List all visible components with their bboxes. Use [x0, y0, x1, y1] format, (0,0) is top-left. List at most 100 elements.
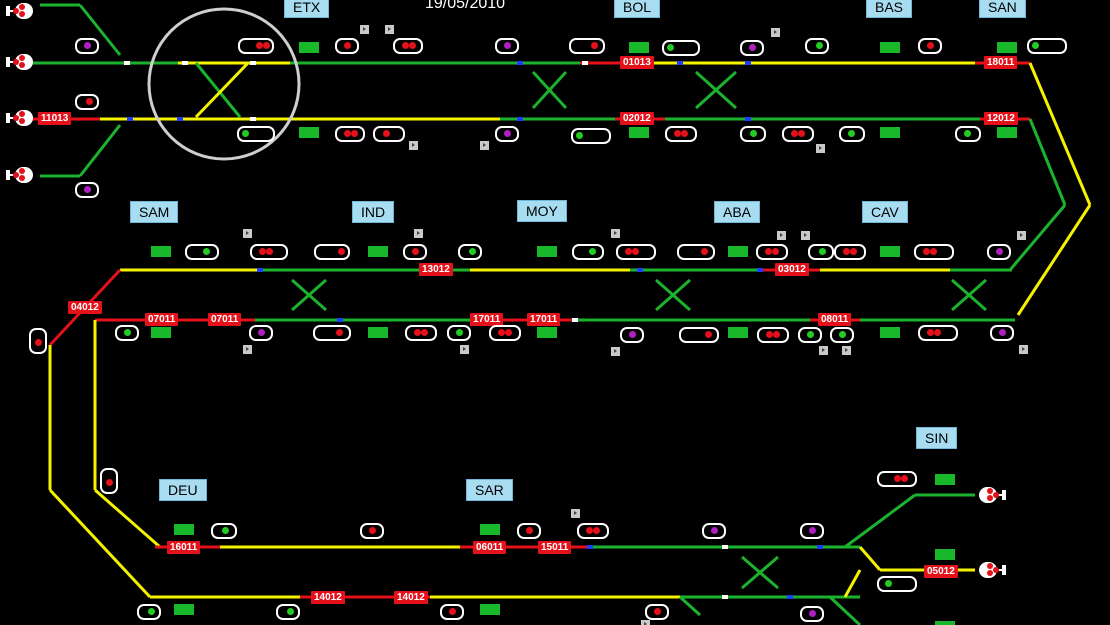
- signal[interactable]: [782, 126, 814, 142]
- station-sam-label[interactable]: SAM: [130, 201, 179, 223]
- signal[interactable]: [249, 325, 273, 341]
- route-button[interactable]: [816, 144, 825, 153]
- signal[interactable]: [808, 244, 834, 260]
- vertical-signal[interactable]: [100, 468, 118, 494]
- signal[interactable]: [839, 126, 865, 142]
- signal[interactable]: [877, 471, 917, 487]
- occupancy-label-17011-b[interactable]: 17011: [527, 313, 561, 326]
- route-button[interactable]: [842, 346, 851, 355]
- station-sar-label[interactable]: SAR: [466, 479, 513, 501]
- occupancy-label-11013[interactable]: 11013: [38, 112, 72, 125]
- occupancy-label-01013[interactable]: 01013: [620, 56, 654, 69]
- signal[interactable]: [798, 327, 822, 343]
- signal[interactable]: [238, 38, 274, 54]
- signal[interactable]: [834, 244, 866, 260]
- route-button[interactable]: [571, 509, 580, 518]
- route-button[interactable]: [777, 231, 786, 240]
- signal[interactable]: [517, 523, 541, 539]
- signal[interactable]: [662, 40, 700, 56]
- occupancy-label-07011-a[interactable]: 07011: [145, 313, 179, 326]
- station-moy-label[interactable]: MOY: [517, 200, 567, 222]
- signal[interactable]: [237, 126, 275, 142]
- signal[interactable]: [1027, 38, 1067, 54]
- signal[interactable]: [918, 325, 958, 341]
- route-button[interactable]: [1017, 231, 1026, 240]
- signal[interactable]: [75, 94, 99, 110]
- route-button[interactable]: [460, 345, 469, 354]
- signal[interactable]: [756, 244, 788, 260]
- signal[interactable]: [571, 128, 611, 144]
- signal[interactable]: [335, 38, 359, 54]
- route-button[interactable]: [480, 141, 489, 150]
- terminal-signal[interactable]: [6, 107, 34, 129]
- station-deu-label[interactable]: DEU: [159, 479, 207, 501]
- signal[interactable]: [665, 126, 697, 142]
- signal[interactable]: [955, 126, 981, 142]
- signal[interactable]: [405, 325, 437, 341]
- signal[interactable]: [458, 244, 482, 260]
- station-etx-label[interactable]: ETX: [284, 0, 330, 18]
- signal[interactable]: [335, 126, 365, 142]
- station-aba-label[interactable]: ABA: [714, 201, 761, 223]
- route-button[interactable]: [1019, 345, 1028, 354]
- route-button[interactable]: [771, 28, 780, 37]
- signal[interactable]: [211, 523, 237, 539]
- terminal-signal[interactable]: [6, 51, 34, 73]
- signal[interactable]: [495, 38, 519, 54]
- signal[interactable]: [360, 523, 384, 539]
- signal[interactable]: [616, 244, 656, 260]
- route-button[interactable]: [385, 25, 394, 34]
- occupancy-label-14012-a[interactable]: 14012: [311, 591, 345, 604]
- signal[interactable]: [489, 325, 521, 341]
- signal[interactable]: [373, 126, 405, 142]
- signal[interactable]: [620, 327, 644, 343]
- signal[interactable]: [877, 576, 917, 592]
- station-bas-label[interactable]: BAS: [866, 0, 913, 18]
- station-bol-label[interactable]: BOL: [614, 0, 661, 18]
- signal[interactable]: [403, 244, 427, 260]
- route-button[interactable]: [414, 229, 423, 238]
- signal[interactable]: [679, 327, 719, 343]
- signal[interactable]: [918, 38, 942, 54]
- signal[interactable]: [75, 38, 99, 54]
- signal[interactable]: [115, 325, 139, 341]
- route-button[interactable]: [360, 25, 369, 34]
- signal[interactable]: [805, 38, 829, 54]
- signal[interactable]: [914, 244, 954, 260]
- occupancy-label-07011-b[interactable]: 07011: [208, 313, 242, 326]
- signal[interactable]: [185, 244, 219, 260]
- terminal-signal[interactable]: [978, 484, 1006, 506]
- occupancy-label-06011[interactable]: 06011: [473, 541, 507, 554]
- occupancy-label-17011-a[interactable]: 17011: [470, 313, 504, 326]
- signal[interactable]: [702, 523, 726, 539]
- occupancy-label-02012[interactable]: 02012: [620, 112, 654, 125]
- signal[interactable]: [495, 126, 519, 142]
- vertical-signal[interactable]: [29, 328, 47, 354]
- signal[interactable]: [250, 244, 288, 260]
- route-button[interactable]: [409, 141, 418, 150]
- occupancy-label-04012[interactable]: 04012: [68, 301, 102, 314]
- station-sin-label[interactable]: SIN: [916, 427, 958, 449]
- occupancy-label-14012-b[interactable]: 14012: [394, 591, 428, 604]
- occupancy-label-03012[interactable]: 03012: [775, 263, 809, 276]
- signal[interactable]: [830, 327, 854, 343]
- signal[interactable]: [740, 40, 764, 56]
- station-ind-label[interactable]: IND: [352, 201, 395, 223]
- occupancy-label-12012[interactable]: 12012: [984, 112, 1018, 125]
- station-cav-label[interactable]: CAV: [862, 201, 908, 223]
- signal[interactable]: [137, 604, 161, 620]
- route-button[interactable]: [243, 345, 252, 354]
- signal[interactable]: [313, 325, 351, 341]
- signal[interactable]: [800, 523, 824, 539]
- signal[interactable]: [393, 38, 423, 54]
- occupancy-label-08011[interactable]: 08011: [818, 313, 852, 326]
- occupancy-label-05012[interactable]: 05012: [924, 565, 958, 578]
- signal[interactable]: [645, 604, 669, 620]
- route-button[interactable]: [641, 620, 650, 625]
- signal[interactable]: [757, 327, 789, 343]
- route-button[interactable]: [243, 229, 252, 238]
- signal[interactable]: [800, 606, 824, 622]
- occupancy-label-16011[interactable]: 16011: [167, 541, 201, 554]
- route-button[interactable]: [819, 346, 828, 355]
- signal[interactable]: [987, 244, 1011, 260]
